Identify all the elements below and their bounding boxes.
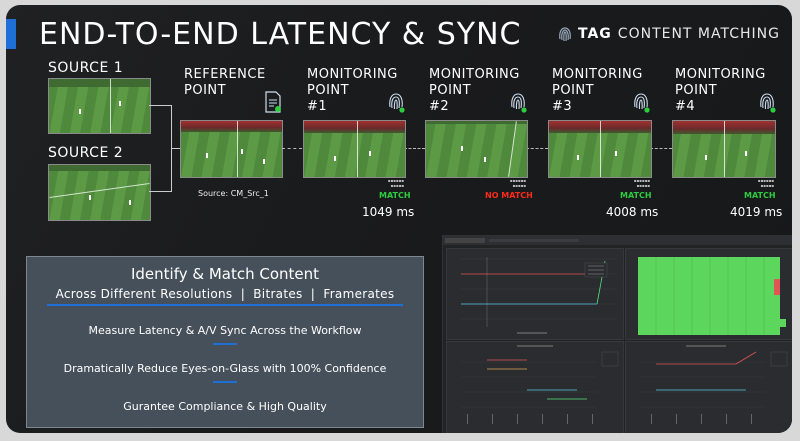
slide-frame: END-TO-END LATENCY & SYNC TAG CONTENT MA…	[6, 5, 792, 433]
reference-label-line2: POINT	[184, 83, 227, 98]
connector-mp3-mp4	[650, 148, 672, 149]
mp4-latency: 4019 ms	[730, 205, 783, 219]
source-1-label: SOURCE 1	[48, 60, 124, 76]
bullet-separator	[213, 343, 237, 345]
document-check-icon	[265, 91, 281, 113]
info-heading: Identify & Match Content	[130, 265, 320, 283]
mp4-label-line1: MONITORING	[675, 67, 766, 82]
brand-name: TAG	[578, 26, 612, 42]
timeline-chart-left	[461, 345, 619, 424]
status-heatmap-panel	[625, 248, 792, 340]
reference-thumbnail	[180, 120, 283, 178]
mp2-thumbnail	[425, 120, 528, 178]
mp1-stream-info: ▪▪▪▪▪▪▪▪▪▪▪	[387, 178, 404, 188]
fingerprint-match-icon	[634, 93, 650, 113]
status-heatmap	[638, 257, 786, 335]
mp2-status: NO MATCH	[485, 191, 533, 200]
page-title: END-TO-END LATENCY & SYNC	[39, 17, 522, 52]
bullet-separator	[213, 381, 237, 383]
timeline-chart-right	[640, 345, 788, 424]
mp4-status: MATCH	[744, 191, 776, 200]
title-accent-bar	[6, 19, 16, 49]
info-box: Identify & Match Content Across Differen…	[26, 256, 424, 428]
fingerprint-icon	[559, 27, 571, 42]
info-bullet-2: Dramatically Reduce Eyes-on-Glass with 1…	[63, 362, 387, 375]
source-2-label: SOURCE 2	[48, 145, 124, 161]
fingerprint-match-icon	[760, 93, 776, 113]
mp3-latency: 4008 ms	[606, 205, 659, 219]
info-bullet-1: Measure Latency & A/V Sync Across the Wo…	[88, 324, 362, 337]
latency-line-chart	[461, 257, 617, 334]
subheading-underline	[47, 304, 403, 306]
brand-logo: TAG CONTENT MATCHING	[558, 25, 780, 43]
fingerprint-match-icon	[389, 93, 405, 113]
mp3-status: MATCH	[620, 191, 652, 200]
connector-mp1-mp2	[404, 148, 425, 149]
mp4-stream-info: ▪▪▪▪▪▪▪▪▪▪▪	[757, 178, 774, 188]
brand-product: CONTENT MATCHING	[617, 26, 780, 42]
timeline-panel-left	[446, 341, 624, 433]
latency-line-panel	[446, 248, 624, 340]
mp4-label-line2: POINT	[675, 83, 718, 98]
mp1-label-line3: #1	[307, 99, 328, 114]
mp1-status: MATCH	[379, 191, 411, 200]
source-1-thumbnail	[48, 78, 151, 134]
connector-ref-mp1	[282, 148, 302, 149]
reference-source-name: Source: CM_Src_1	[198, 189, 269, 198]
mp4-label-line3: #4	[675, 99, 696, 114]
reference-label-line1: REFERENCE	[184, 67, 266, 82]
mp3-label-line1: MONITORING	[552, 67, 643, 82]
mp2-label-line1: MONITORING	[429, 67, 520, 82]
connector-mp2-mp3	[526, 148, 548, 149]
dashboard-screenshot	[442, 235, 792, 433]
mp1-label-line2: POINT	[307, 83, 350, 98]
mp1-latency: 1049 ms	[362, 205, 415, 219]
mp3-label-line3: #3	[552, 99, 573, 114]
mp2-label-line2: POINT	[429, 83, 472, 98]
mp2-label-line3: #2	[429, 99, 450, 114]
mp4-thumbnail	[672, 120, 776, 178]
mp1-thumbnail	[303, 120, 406, 178]
source-2-thumbnail	[48, 164, 151, 221]
mp3-label-line2: POINT	[552, 83, 595, 98]
mp1-label-line1: MONITORING	[307, 67, 398, 82]
info-bullet-3: Gurantee Compliance & High Quality	[123, 400, 327, 413]
connector-to-reference	[171, 148, 180, 149]
dashboard-tabbar	[443, 236, 792, 245]
info-subheading: Across Different Resolutions | Bitrates …	[55, 287, 395, 301]
mp2-stream-info: ▪▪▪▪▪▪▪▪▪▪▪	[509, 178, 526, 188]
fingerprint-match-icon	[511, 93, 527, 113]
timeline-panel-right	[625, 341, 792, 433]
connector-source-1	[149, 105, 171, 106]
mp3-stream-info: ▪▪▪▪▪▪▪▪▪▪▪	[633, 178, 650, 188]
mp3-thumbnail	[548, 120, 652, 178]
connector-source-2	[149, 191, 171, 192]
